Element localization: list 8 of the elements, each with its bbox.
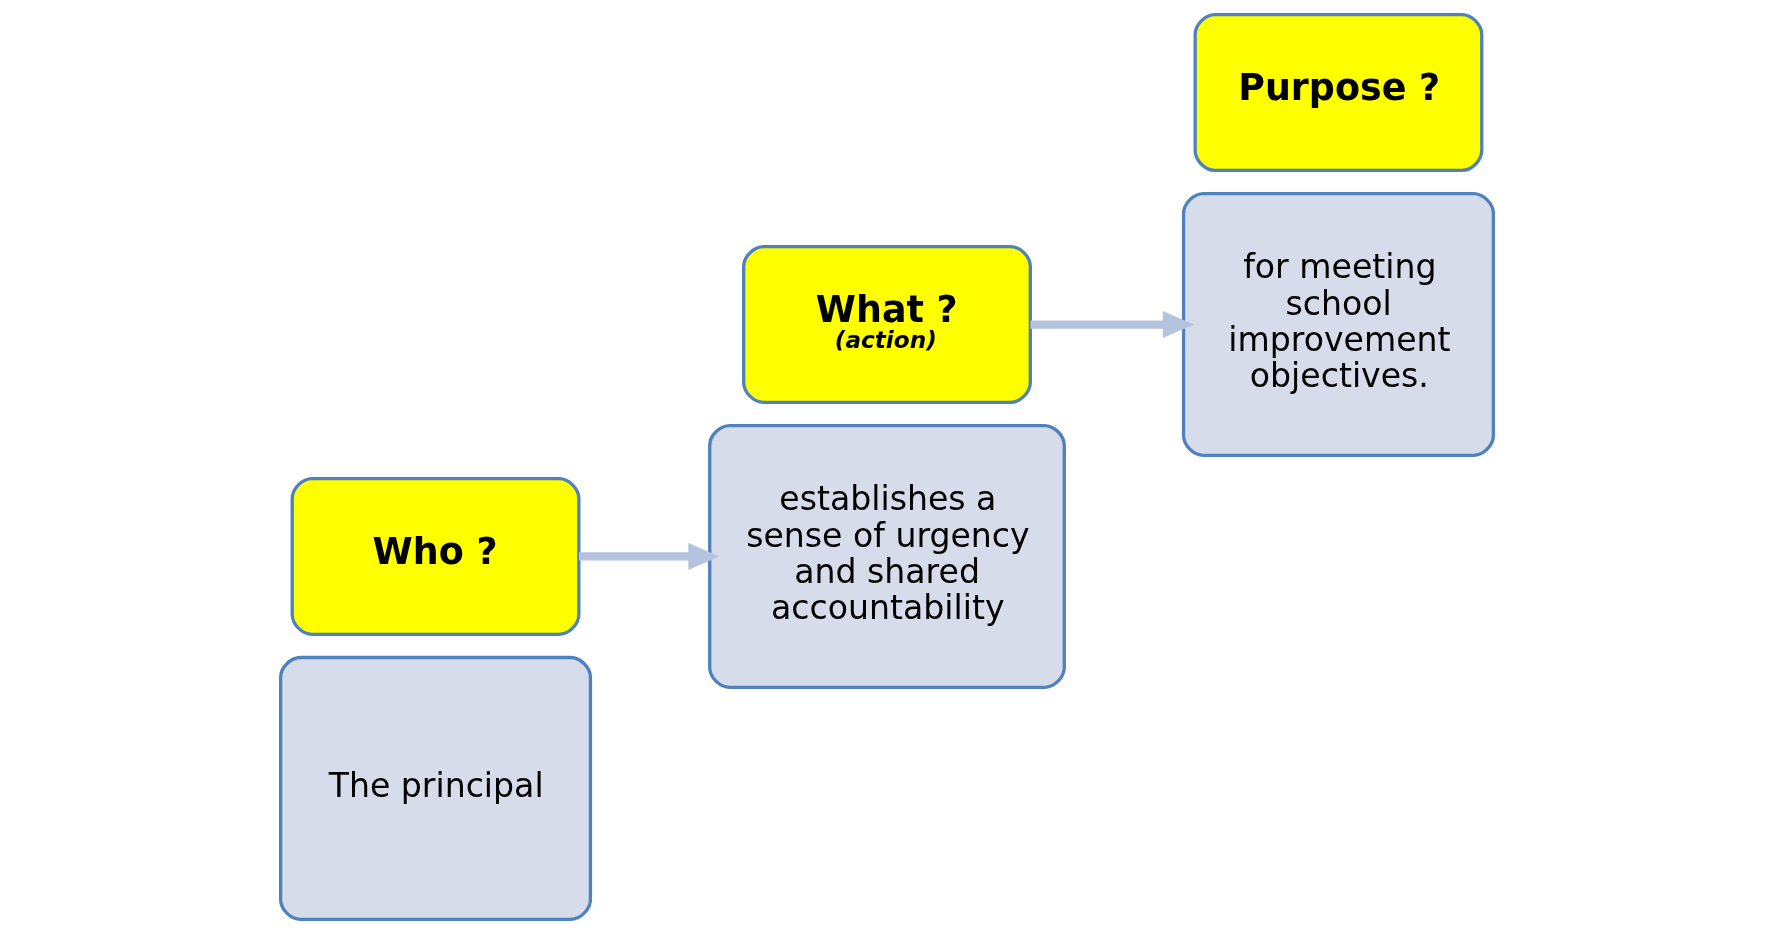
arrow: [1029, 310, 1194, 339]
node-box: Purpose ?: [1193, 13, 1483, 173]
node-box: What ? (action): [741, 245, 1032, 405]
node-box: establishes a sense of urgency and shared accountability: [707, 423, 1066, 689]
node-box: The principal: [278, 655, 592, 921]
node-box: Who ?: [290, 476, 580, 636]
node-box: for meeting school improvement objectives.: [1181, 192, 1495, 458]
arrow: [578, 542, 719, 571]
